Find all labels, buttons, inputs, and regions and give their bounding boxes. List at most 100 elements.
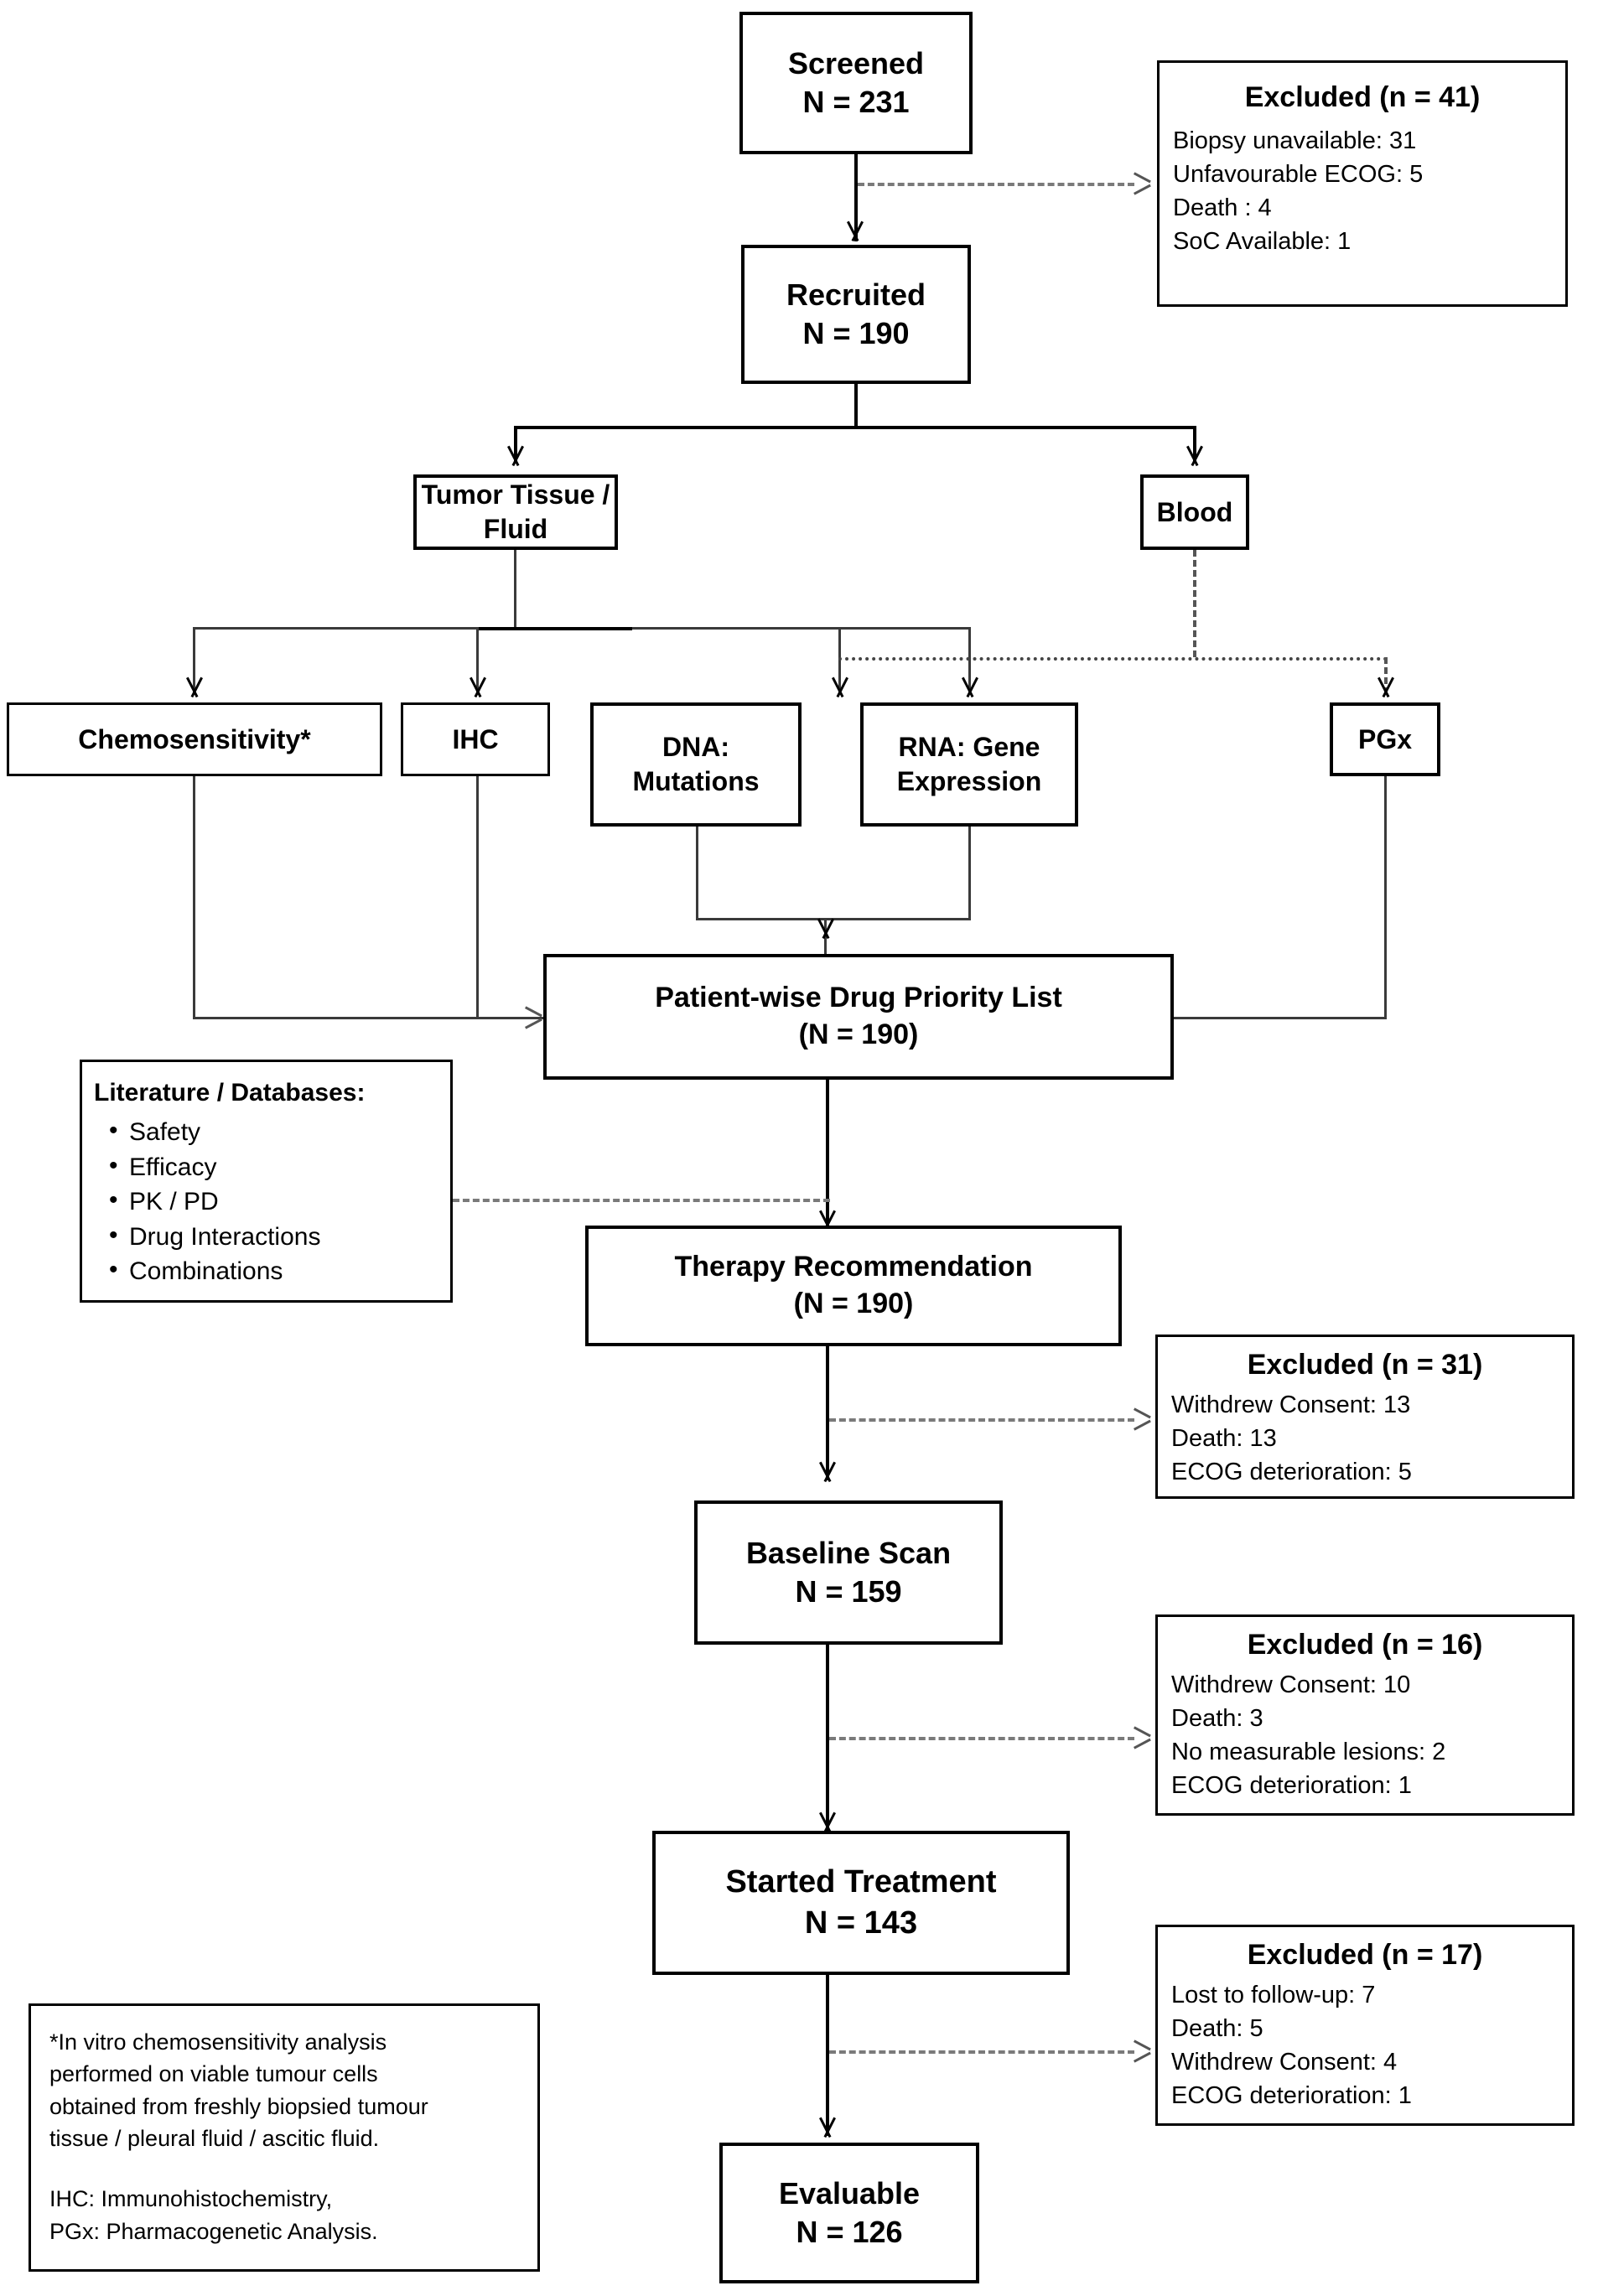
edge-chemosensitivity-down bbox=[193, 776, 195, 1019]
node-therapy-count: (N = 190) bbox=[793, 1288, 914, 1319]
literature-item-pk-pd: PK / PD bbox=[94, 1183, 438, 1219]
excluded-17-reason-4: ECOG deterioration: 1 bbox=[1171, 2081, 1412, 2109]
excluded-17-reason-3: Withdrew Consent: 4 bbox=[1171, 2048, 1398, 2076]
edge-bar-chemosensitivity bbox=[193, 627, 195, 694]
node-priority-list-count: (N = 190) bbox=[798, 1018, 919, 1050]
node-recruited-count: N = 190 bbox=[802, 316, 910, 350]
excluded-box-31: Excluded (n = 31) Withdrew Consent: 13 D… bbox=[1155, 1335, 1575, 1499]
node-screened: Screened N = 231 bbox=[739, 12, 973, 154]
arrowhead-down-chemosensitivity bbox=[184, 681, 205, 699]
edge-split-tumor bbox=[514, 426, 517, 463]
node-baseline-scan: Baseline Scan N = 159 bbox=[694, 1500, 1003, 1645]
edge-bar-dna bbox=[838, 627, 841, 694]
footnote-line-2: performed on viable tumour cells bbox=[49, 2061, 378, 2087]
node-pgx-label: PGx bbox=[1357, 723, 1413, 754]
node-ihc: IHC bbox=[401, 702, 550, 776]
arrowhead-right-priority-list bbox=[525, 1007, 543, 1029]
footnote-line-5: IHC: Immunohistochemistry, bbox=[49, 2186, 333, 2212]
node-evaluable: Evaluable N = 126 bbox=[719, 2143, 979, 2283]
edge-priority-therapy bbox=[826, 1080, 829, 1237]
node-screened-count: N = 231 bbox=[802, 85, 910, 119]
excluded-16-reason-3: No measurable lesions: 2 bbox=[1171, 1738, 1446, 1765]
node-chemosensitivity-label: Chemosensitivity* bbox=[78, 723, 311, 754]
node-rna-line2: Expression bbox=[896, 766, 1042, 796]
excluded-41-title: Excluded (n = 41) bbox=[1244, 81, 1481, 113]
node-evaluable-title: Evaluable bbox=[778, 2175, 921, 2210]
literature-item-drug-interactions: Drug Interactions bbox=[94, 1218, 438, 1254]
literature-databases-box: Literature / Databases: Safety Efficacy … bbox=[80, 1060, 453, 1303]
node-recruited-title: Recruited bbox=[786, 277, 926, 312]
excluded-31-title: Excluded (n = 31) bbox=[1247, 1349, 1483, 1381]
edge-literature-therapy bbox=[453, 1199, 830, 1202]
edge-therapy-excluded31 bbox=[829, 1418, 1134, 1422]
excluded-box-16: Excluded (n = 16) Withdrew Consent: 10 D… bbox=[1155, 1614, 1575, 1816]
node-rna-line1: RNA: Gene bbox=[898, 732, 1040, 763]
excluded-31-reason-2: Death: 13 bbox=[1171, 1424, 1277, 1452]
footnote-box: *In vitro chemosensitivity analysis perf… bbox=[29, 2003, 540, 2272]
edge-dotted-blood-crosslink bbox=[838, 657, 1388, 661]
node-chemosensitivity: Chemosensitivity* bbox=[7, 702, 382, 776]
node-dna-line2: Mutations bbox=[632, 766, 760, 796]
node-priority-list: Patient-wise Drug Priority List (N = 190… bbox=[543, 954, 1174, 1080]
edge-dna-merge bbox=[696, 827, 698, 920]
excluded-16-reason-1: Withdrew Consent: 10 bbox=[1171, 1671, 1411, 1698]
node-therapy-title: Therapy Recommendation bbox=[674, 1251, 1033, 1283]
excluded-31-reason-3: ECOG deterioration: 5 bbox=[1171, 1458, 1412, 1485]
excluded-17-title: Excluded (n = 17) bbox=[1247, 1939, 1483, 1971]
node-recruited: Recruited N = 190 bbox=[741, 245, 971, 384]
edge-screened-excluded41 bbox=[858, 183, 1134, 186]
split-bar-sample-types bbox=[514, 426, 1196, 429]
arrowhead-down-rna bbox=[959, 681, 981, 699]
edge-recruited-split bbox=[854, 384, 858, 429]
edge-started-excluded17 bbox=[829, 2050, 1134, 2054]
excluded-41-reason-3: Death : 4 bbox=[1173, 194, 1272, 221]
node-blood: Blood bbox=[1140, 474, 1249, 550]
arrowhead-down-evaluable bbox=[817, 2121, 838, 2139]
node-dna-mutations: DNA: Mutations bbox=[590, 702, 802, 827]
arrowhead-down-tumor bbox=[505, 449, 527, 468]
excluded-16-reason-2: Death: 3 bbox=[1171, 1704, 1263, 1732]
arrowhead-down-blood bbox=[1184, 449, 1206, 468]
node-priority-list-title: Patient-wise Drug Priority List bbox=[655, 982, 1062, 1014]
literature-list: Safety Efficacy PK / PD Drug Interaction… bbox=[94, 1113, 438, 1288]
excluded-box-17: Excluded (n = 17) Lost to follow-up: 7 D… bbox=[1155, 1925, 1575, 2126]
excluded-41-reason-4: SoC Available: 1 bbox=[1173, 227, 1352, 255]
arrowhead-down-pgx bbox=[1375, 681, 1397, 699]
footnote-line-1: *In vitro chemosensitivity analysis bbox=[49, 2029, 387, 2055]
literature-item-safety: Safety bbox=[94, 1113, 438, 1149]
excluded-box-41: Excluded (n = 41) Biopsy unavailable: 31… bbox=[1157, 60, 1568, 307]
literature-title: Literature / Databases: bbox=[94, 1079, 366, 1107]
literature-item-efficacy: Efficacy bbox=[94, 1148, 438, 1184]
arrowhead-right-excluded16 bbox=[1134, 1727, 1152, 1749]
footnote-line-6: PGx: Pharmacogenetic Analysis. bbox=[49, 2218, 378, 2244]
node-therapy-recommendation: Therapy Recommendation (N = 190) bbox=[585, 1226, 1122, 1346]
node-baseline-title: Baseline Scan bbox=[745, 1535, 952, 1570]
excluded-17-reason-1: Lost to follow-up: 7 bbox=[1171, 1981, 1376, 2008]
edge-therapy-baseline bbox=[826, 1346, 829, 1480]
edge-ihc-down bbox=[476, 776, 479, 1019]
node-screened-title: Screened bbox=[787, 45, 925, 80]
edge-rna-merge bbox=[968, 827, 971, 920]
node-started-title: Started Treatment bbox=[725, 1864, 997, 1900]
node-started-treatment: Started Treatment N = 143 bbox=[652, 1831, 1070, 1975]
edge-baseline-excluded16 bbox=[829, 1737, 1134, 1740]
excluded-41-reason-1: Biopsy unavailable: 31 bbox=[1173, 127, 1417, 154]
excluded-16-title: Excluded (n = 16) bbox=[1247, 1629, 1483, 1661]
excluded-17-reason-2: Death: 5 bbox=[1171, 2014, 1263, 2042]
node-pgx: PGx bbox=[1330, 702, 1440, 776]
edge-bar-ihc bbox=[476, 627, 479, 694]
arrowhead-right-excluded31 bbox=[1134, 1408, 1152, 1430]
footnote-spacer bbox=[49, 2154, 519, 2183]
arrowhead-down-recruited bbox=[844, 225, 866, 243]
excluded-31-reason-1: Withdrew Consent: 13 bbox=[1171, 1391, 1411, 1418]
arrowhead-right-excluded41 bbox=[1134, 173, 1152, 194]
excluded-41-reason-2: Unfavourable ECOG: 5 bbox=[1173, 160, 1424, 188]
arrowhead-down-dna bbox=[829, 681, 851, 699]
edge-started-evaluable bbox=[826, 1975, 829, 2136]
edge-baseline-started bbox=[826, 1645, 829, 1831]
node-baseline-count: N = 159 bbox=[795, 1574, 902, 1609]
node-tumor-tissue: Tumor Tissue / Fluid bbox=[413, 474, 618, 550]
footnote-line-4: tissue / pleural fluid / ascitic fluid. bbox=[49, 2125, 380, 2151]
node-ihc-label: IHC bbox=[452, 723, 499, 754]
